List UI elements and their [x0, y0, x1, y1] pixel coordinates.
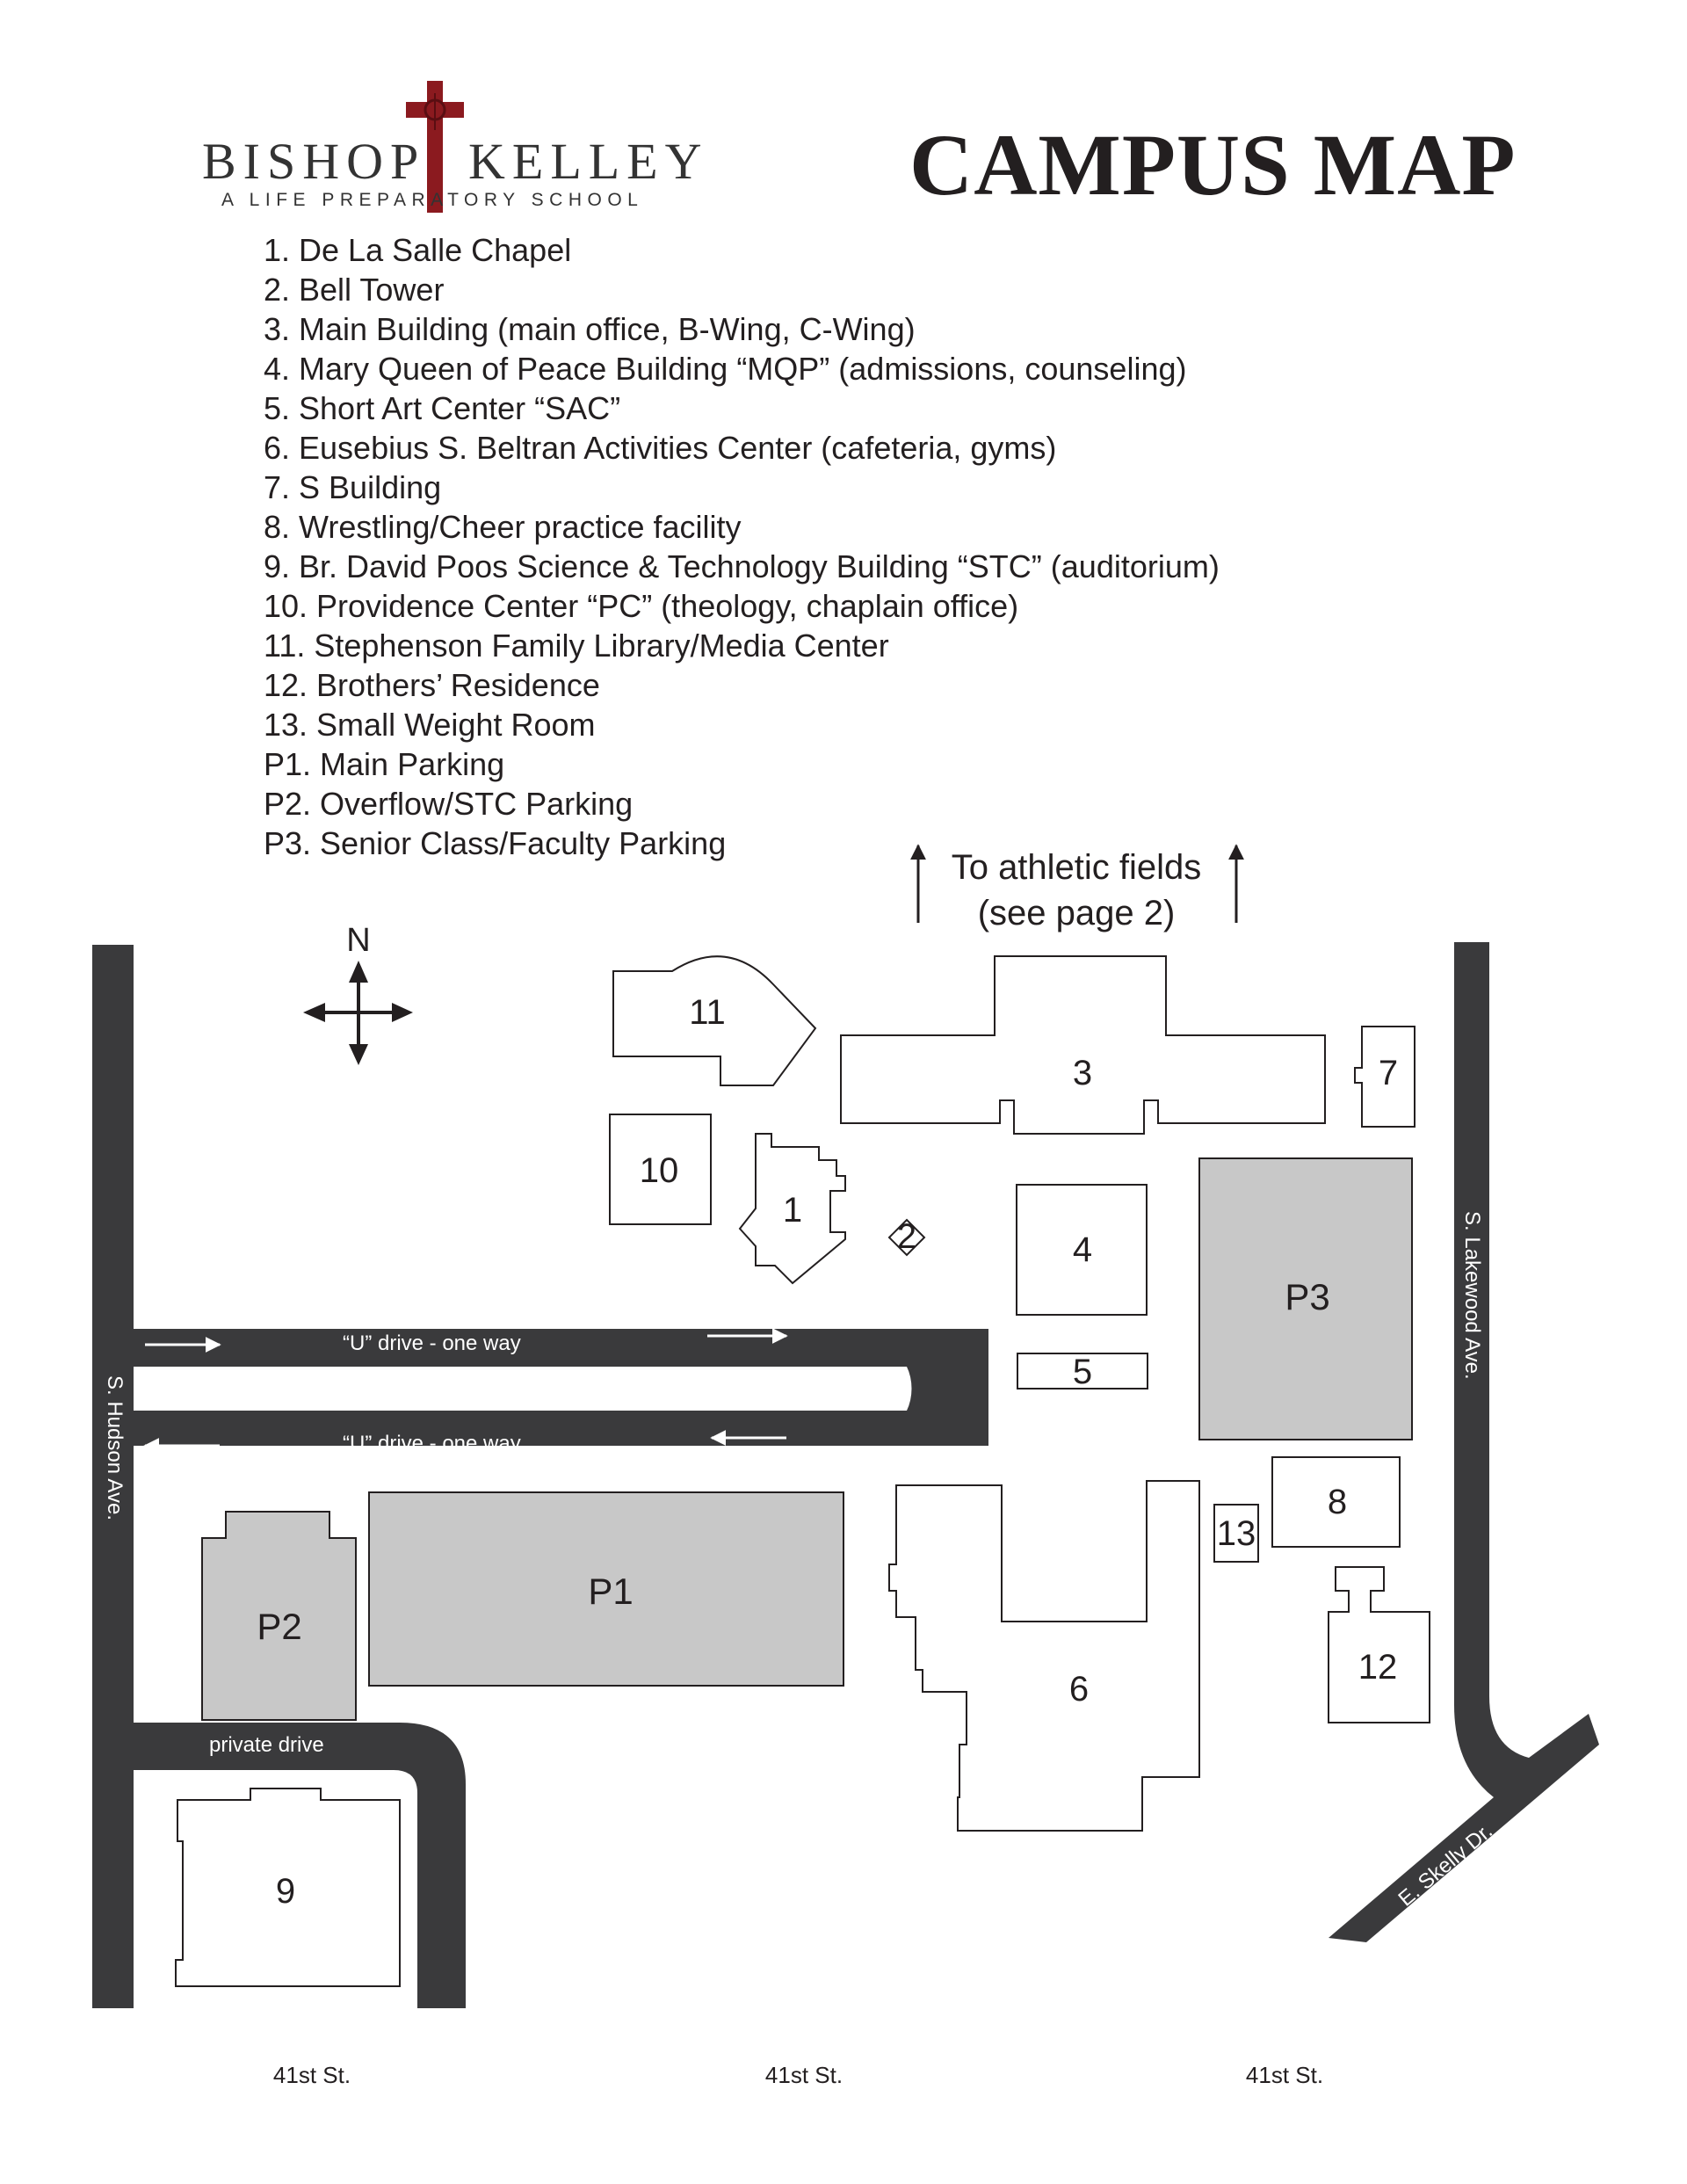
building-10 — [609, 1114, 712, 1225]
logo-word-bishop: BISHOP — [202, 133, 426, 190]
legend-item: 2. Bell Tower — [264, 272, 445, 308]
building-7 — [1354, 1026, 1415, 1128]
legend-item: 8. Wrestling/Cheer practice facility — [264, 509, 742, 545]
building-label-2: 2 — [897, 1217, 916, 1256]
building-label-9: 9 — [276, 1872, 295, 1911]
building-label-12: 12 — [1358, 1648, 1398, 1687]
building-6 — [888, 1480, 1200, 1832]
building-4 — [1016, 1184, 1148, 1316]
legend-item: 7. S Building — [264, 469, 442, 505]
building-8 — [1271, 1456, 1401, 1548]
hudson-ave-label: S. Hudson Ave. — [103, 1375, 127, 1520]
lot-label-p1: P1 — [588, 1571, 633, 1612]
athletic-fields-label: To athletic fields — [952, 848, 1202, 887]
legend-item: 5. Short Art Center “SAC” — [264, 390, 621, 426]
street-label-41st: 41st St. — [1246, 2062, 1323, 2088]
u-drive-road — [134, 1329, 988, 1446]
parking-lot-p3 — [1198, 1157, 1413, 1440]
legend-item: 9. Br. David Poos Science & Technology B… — [264, 548, 1220, 584]
legend-item: 3. Main Building (main office, B-Wing, C… — [264, 311, 916, 347]
building-label-6: 6 — [1069, 1670, 1089, 1709]
logo-word-kelley: KELLEY — [468, 133, 709, 190]
building-3 — [840, 955, 1326, 1135]
legend-item: P1. Main Parking — [264, 746, 505, 782]
building-legend: 1. De La Salle Chapel 2. Bell Tower 3. M… — [264, 230, 1220, 863]
legend-item: 4. Mary Queen of Peace Building “MQP” (a… — [264, 351, 1187, 387]
athletic-fields-page-label: (see page 2) — [978, 894, 1176, 932]
private-drive-road — [134, 1723, 466, 2008]
parking-lot-p2 — [201, 1511, 357, 1721]
cross-icon — [406, 81, 464, 213]
building-label-5: 5 — [1073, 1353, 1092, 1391]
building-label-8: 8 — [1328, 1483, 1347, 1521]
building-label-3: 3 — [1073, 1054, 1092, 1092]
compass-icon — [303, 961, 413, 1065]
compass-north-label: N — [346, 922, 370, 959]
building-label-13: 13 — [1217, 1514, 1256, 1553]
lot-label-p2: P2 — [257, 1606, 301, 1647]
page-title: CAMPUS MAP — [909, 116, 1517, 214]
lakewood-ave-road — [1329, 942, 1599, 1942]
u-drive-bottom-label: “U” drive - one way — [343, 1432, 521, 1455]
legend-item: P2. Overflow/STC Parking — [264, 786, 634, 822]
building-label-11: 11 — [689, 993, 726, 1032]
building-11 — [612, 955, 817, 1086]
building-9 — [175, 1788, 401, 1987]
building-1 — [738, 1133, 846, 1285]
street-label-41st: 41st St. — [273, 2062, 351, 2088]
lakewood-ave-label: S. Lakewood Ave. — [1460, 1211, 1484, 1380]
u-drive-top-label: “U” drive - one way — [343, 1331, 521, 1355]
legend-item: 10. Providence Center “PC” (theology, ch… — [264, 588, 1019, 624]
legend-item: 13. Small Weight Room — [264, 707, 596, 743]
building-label-10: 10 — [640, 1151, 679, 1190]
building-5 — [1017, 1353, 1148, 1389]
building-label-1: 1 — [783, 1191, 802, 1230]
school-logo: BISHOP KELLEY A LIFE PREPARATORY SCHOOL — [202, 81, 702, 213]
building-12 — [1328, 1566, 1430, 1723]
legend-item: 6. Eusebius S. Beltran Activities Center… — [264, 430, 1057, 466]
building-label-4: 4 — [1073, 1230, 1092, 1269]
building-13 — [1213, 1504, 1259, 1563]
legend-item: 11. Stephenson Family Library/Media Cent… — [264, 628, 889, 664]
street-label-41st: 41st St. — [765, 2062, 843, 2088]
private-drive-label: private drive — [209, 1733, 324, 1757]
hudson-ave-road — [92, 945, 134, 2008]
skelly-dr-label: E. Skelly Dr. — [1394, 1819, 1497, 1912]
lot-label-p3: P3 — [1285, 1276, 1329, 1317]
legend-item: 12. Brothers’ Residence — [264, 667, 600, 703]
parking-lot-p1 — [368, 1491, 844, 1687]
legend-item: P3. Senior Class/Faculty Parking — [264, 825, 727, 861]
legend-item: 1. De La Salle Chapel — [264, 232, 572, 268]
logo-tagline: A LIFE PREPARATORY SCHOOL — [221, 190, 644, 210]
building-2 — [887, 1218, 926, 1257]
building-label-7: 7 — [1379, 1054, 1398, 1092]
